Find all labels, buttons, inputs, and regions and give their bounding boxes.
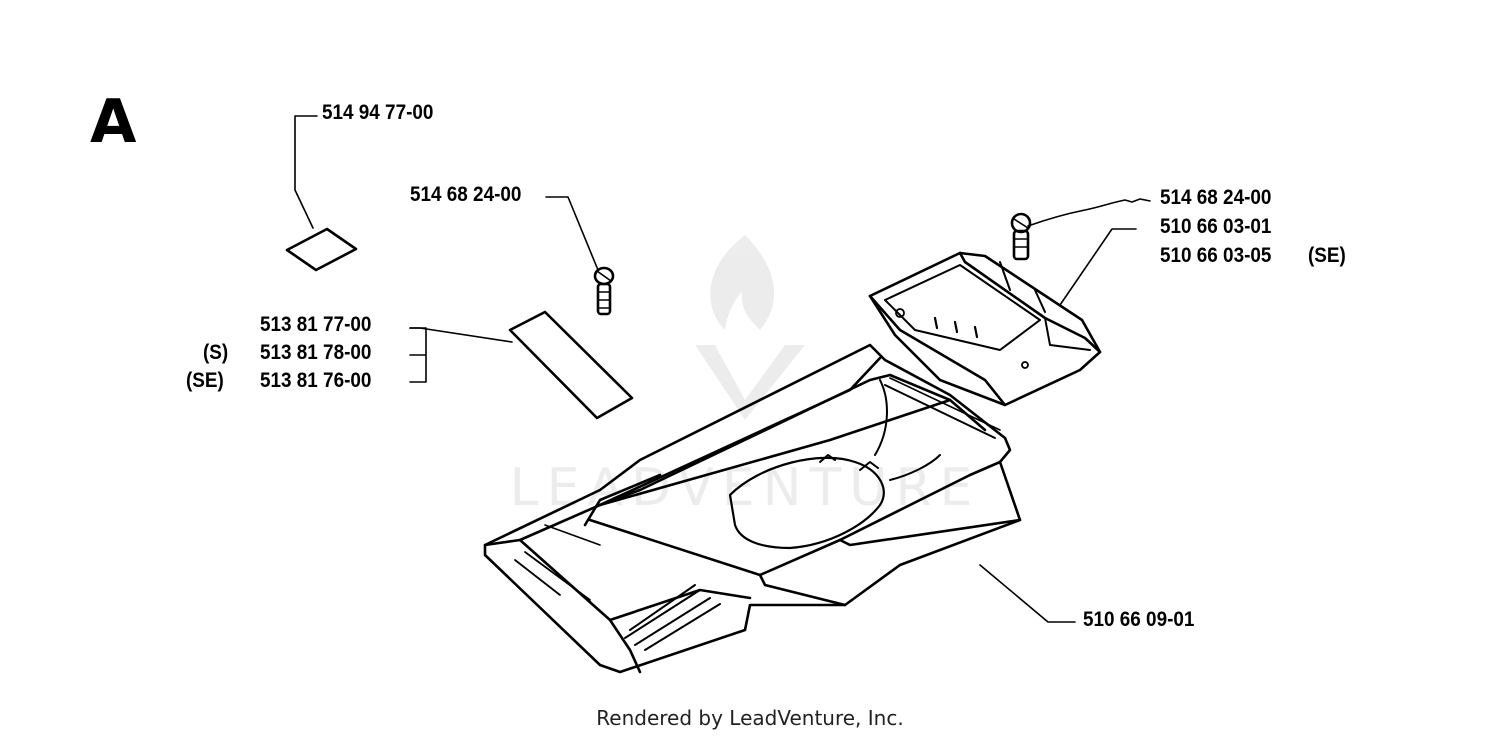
- callout-screw-right: 514 68 24-00: [1160, 186, 1272, 209]
- chevron-icon: [695, 345, 805, 420]
- variant-se-right-label: (SE): [1308, 244, 1346, 267]
- leader-deck: [979, 564, 1076, 623]
- callout-hood-2: 510 66 03-05: [1160, 244, 1272, 267]
- callout-deck: 510 66 09-01: [1083, 608, 1195, 631]
- long-decal: [508, 310, 634, 420]
- bracket-long-decal: [409, 327, 427, 383]
- leader-screw-right: [1027, 198, 1151, 227]
- variant-se-left-label: (SE): [186, 369, 224, 392]
- leader-screw-left: [545, 196, 599, 271]
- flame-icon: [710, 235, 775, 330]
- section-letter: A: [90, 87, 137, 157]
- mower-deck: [483, 343, 1022, 674]
- callout-screw-left: 514 68 24-00: [410, 183, 522, 206]
- engine-hood: [868, 251, 1102, 407]
- callout-hood-1: 510 66 03-01: [1160, 215, 1272, 238]
- small-decal: [285, 227, 358, 272]
- watermark-text: LEADVENTURE: [510, 458, 981, 518]
- variant-s-label: (S): [203, 341, 229, 364]
- callout-long-decal-1: 513 81 77-00: [260, 313, 372, 336]
- leader-small-decal: [294, 115, 318, 229]
- screw-right: [1010, 212, 1032, 261]
- callout-small-decal: 514 94 77-00: [322, 101, 434, 124]
- drawing: [285, 115, 1151, 674]
- screw-left: [593, 266, 615, 316]
- leadventure-watermark: LEADVENTURE: [510, 235, 981, 518]
- callout-long-decal-2: 513 81 78-00: [260, 341, 372, 364]
- footer-credit: Rendered by LeadVenture, Inc.: [596, 706, 904, 730]
- callout-long-decal-3: 513 81 76-00: [260, 369, 372, 392]
- leader-hood: [1059, 228, 1137, 306]
